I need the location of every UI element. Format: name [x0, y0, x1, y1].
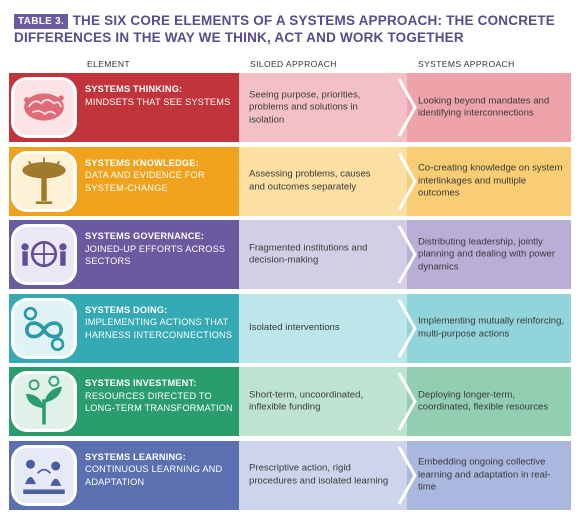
systems-text: Implementing mutually reinforcing, multi… — [418, 315, 565, 340]
siloed-text: Isolated interventions — [249, 321, 340, 333]
systems-cell: Looking beyond mandates and identifying … — [407, 73, 571, 142]
chevron-right-icon — [393, 441, 423, 510]
siloed-cell: Assessing problems, causes and outcomes … — [239, 146, 407, 216]
element-title: SYSTEMS KNOWLEDGE: DATA AND EVIDENCE FOR… — [85, 157, 235, 195]
table-tag: TABLE 3. — [14, 14, 69, 29]
table-row: SYSTEMS DOING: IMPLEMENTING ACTIONS THAT… — [9, 293, 571, 363]
column-header-siloed: SILOED APPROACH — [250, 59, 337, 69]
column-header-systems: SYSTEMS APPROACH — [418, 59, 515, 69]
money-plant-icon — [11, 371, 77, 432]
element-cell: SYSTEMS LEARNING: CONTINUOUS LEARNING AN… — [9, 440, 239, 510]
systems-text: Embedding ongoing collective learning an… — [418, 456, 551, 493]
systems-cell: Distributing leadership, jointly plannin… — [407, 220, 571, 289]
table-title-line2: DIFFERENCES IN THE WAY WE THINK, ACT AND… — [14, 30, 464, 45]
element-cell: SYSTEMS KNOWLEDGE: DATA AND EVIDENCE FOR… — [9, 146, 239, 216]
systems-cell: Co-creating knowledge on system interlin… — [407, 146, 571, 216]
siloed-text: Fragmented institutions and decision-mak… — [249, 242, 368, 266]
chevron-right-icon — [393, 220, 423, 289]
siloed-cell: Isolated interventions — [239, 293, 407, 363]
element-title: SYSTEMS GOVERNANCE: JOINED-UP EFFORTS AC… — [85, 230, 235, 268]
tree-icon — [11, 150, 77, 212]
element-title: SYSTEMS DOING: IMPLEMENTING ACTIONS THAT… — [85, 304, 235, 342]
chevron-right-icon — [393, 294, 423, 363]
systems-cell: Deploying longer-term, coordinated, flex… — [407, 367, 571, 436]
element-subtitle: JOINED-UP EFFORTS ACROSS SECTORS — [85, 243, 226, 267]
table-row: SYSTEMS INVESTMENT: RESOURCES DIRECTED T… — [9, 367, 571, 436]
siloed-text: Seeing purpose, priorities, problems and… — [249, 88, 361, 125]
chevron-right-icon — [393, 73, 423, 142]
siloed-text: Assessing problems, causes and outcomes … — [249, 168, 371, 193]
siloed-cell: Seeing purpose, priorities, problems and… — [239, 73, 407, 142]
table-title-line1: THE SIX CORE ELEMENTS OF A SYSTEMS APPRO… — [72, 13, 555, 28]
table-header: TABLE 3. THE SIX CORE ELEMENTS OF A SYST… — [14, 12, 574, 46]
siloed-cell: Fragmented institutions and decision-mak… — [239, 220, 407, 289]
element-title: SYSTEMS THINKING: MINDSETS THAT SEE SYST… — [85, 83, 235, 108]
element-name: SYSTEMS DOING: — [85, 304, 168, 315]
element-subtitle: CONTINUOUS LEARNING AND ADAPTATION — [85, 464, 223, 487]
element-name: SYSTEMS THINKING: — [85, 84, 183, 94]
table-row: SYSTEMS KNOWLEDGE: DATA AND EVIDENCE FOR… — [9, 146, 571, 216]
element-subtitle: MINDSETS THAT SEE SYSTEMS — [85, 96, 231, 107]
siloed-cell: Short-term, uncoordinated, inflexible fu… — [239, 367, 407, 436]
table-row: SYSTEMS GOVERNANCE: JOINED-UP EFFORTS AC… — [9, 220, 571, 289]
brain-icon — [11, 77, 77, 138]
siloed-text: Prescriptive action, rigid procedures an… — [249, 462, 389, 487]
element-title: SYSTEMS INVESTMENT: RESOURCES DIRECTED T… — [85, 377, 235, 415]
systems-text: Deploying longer-term, coordinated, flex… — [418, 389, 549, 413]
siloed-cell: Prescriptive action, rigid procedures an… — [239, 440, 407, 510]
table-row: SYSTEMS THINKING: MINDSETS THAT SEE SYST… — [9, 73, 571, 142]
element-cell: SYSTEMS DOING: IMPLEMENTING ACTIONS THAT… — [9, 293, 239, 363]
learning-people-icon — [11, 444, 77, 506]
element-subtitle: IMPLEMENTING ACTIONS THAT HARNESS INTERC… — [85, 317, 233, 340]
systems-text: Looking beyond mandates and identifying … — [418, 95, 550, 119]
systems-cell: Implementing mutually reinforcing, multi… — [407, 293, 571, 363]
table-row: SYSTEMS LEARNING: CONTINUOUS LEARNING AN… — [9, 440, 571, 510]
element-name: SYSTEMS GOVERNANCE: — [85, 231, 205, 241]
chevron-right-icon — [393, 147, 423, 216]
element-cell: SYSTEMS INVESTMENT: RESOURCES DIRECTED T… — [9, 367, 239, 436]
element-name: SYSTEMS INVESTMENT: — [85, 378, 197, 388]
people-globe-icon — [11, 224, 77, 285]
systems-text: Co-creating knowledge on system interlin… — [418, 162, 563, 199]
element-subtitle: RESOURCES DIRECTED TO LONG-TERM TRANSFOR… — [85, 390, 233, 414]
element-cell: SYSTEMS THINKING: MINDSETS THAT SEE SYST… — [9, 73, 239, 142]
element-name: SYSTEMS LEARNING: — [85, 451, 186, 462]
element-subtitle: DATA AND EVIDENCE FOR SYSTEM-CHANGE — [85, 170, 205, 193]
gears-infinity-icon — [11, 297, 77, 359]
element-title: SYSTEMS LEARNING: CONTINUOUS LEARNING AN… — [85, 451, 235, 489]
systems-cell: Embedding ongoing collective learning an… — [407, 440, 571, 510]
siloed-text: Short-term, uncoordinated, inflexible fu… — [249, 389, 364, 413]
chevron-right-icon — [393, 367, 423, 436]
systems-text: Distributing leadership, jointly plannin… — [418, 235, 556, 272]
element-name: SYSTEMS KNOWLEDGE: — [85, 157, 199, 168]
element-cell: SYSTEMS GOVERNANCE: JOINED-UP EFFORTS AC… — [9, 220, 239, 289]
column-header-element: ELEMENT — [87, 59, 130, 69]
